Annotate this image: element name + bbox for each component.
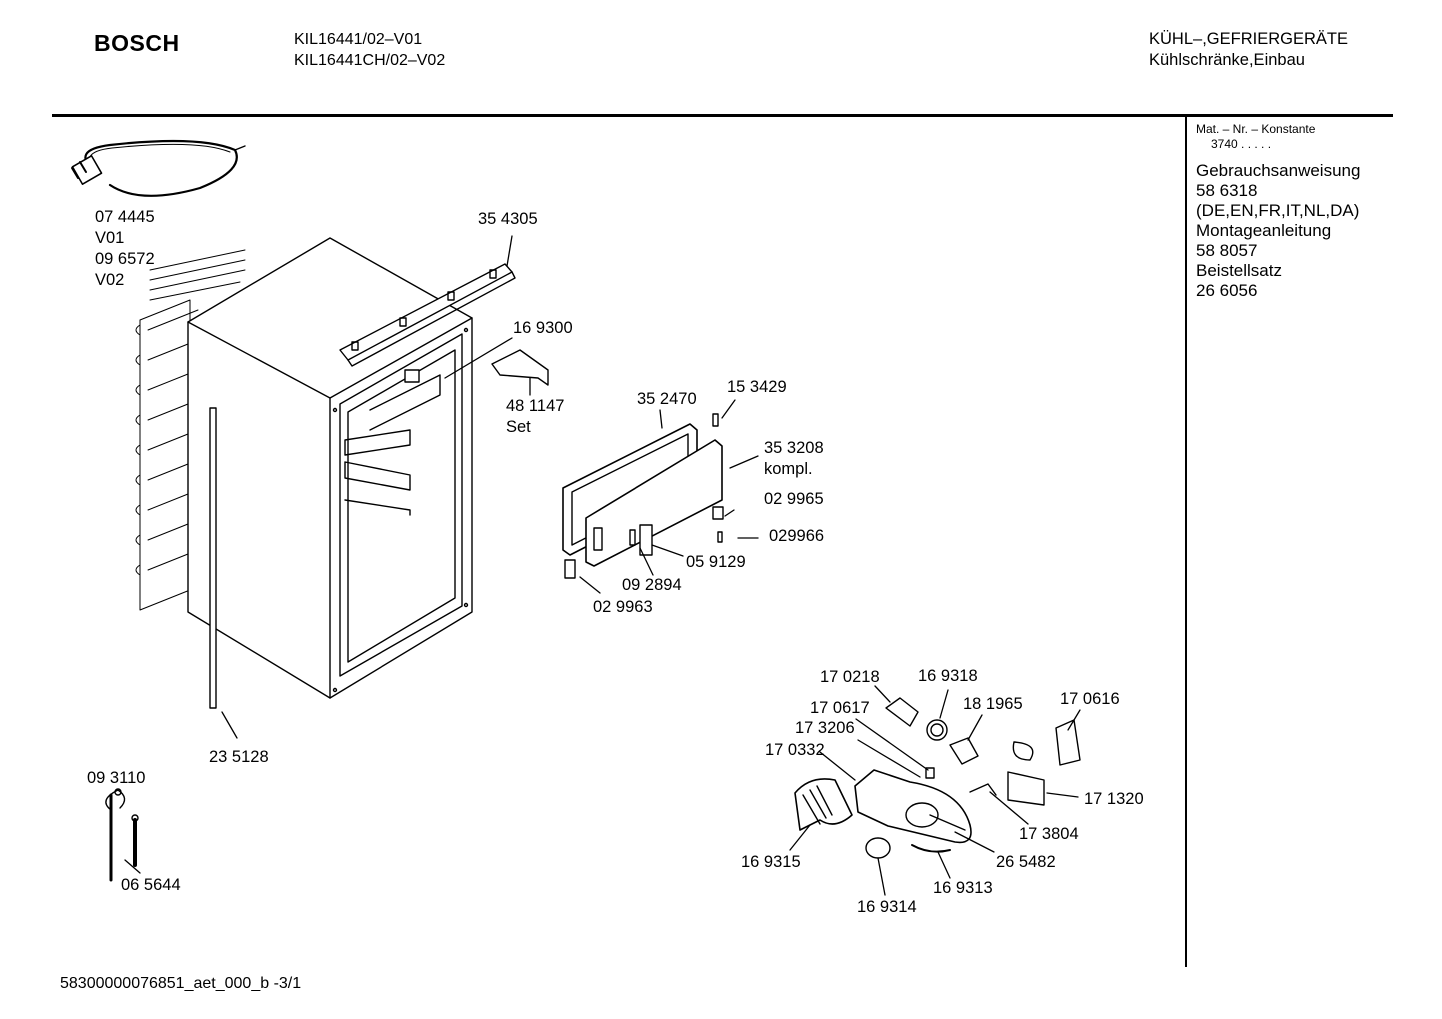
part-label: 23 5128 bbox=[209, 748, 269, 766]
header-divider bbox=[52, 114, 1393, 117]
part-label: V02 bbox=[95, 271, 125, 289]
part-label: V01 bbox=[95, 229, 125, 247]
model-number-2: KIL16441CH/02–V02 bbox=[294, 52, 446, 69]
part-label: Set bbox=[506, 418, 531, 436]
part-label: 09 3110 bbox=[87, 769, 146, 787]
part-label: 48 1147 bbox=[506, 397, 565, 415]
document-id: 58300000076851_aet_000_b bbox=[60, 975, 270, 992]
part-label: 09 6572 bbox=[95, 250, 155, 268]
doc-item: Beistellsatz bbox=[1196, 261, 1282, 280]
brand-logo: BOSCH bbox=[94, 30, 180, 56]
part-label: 15 3429 bbox=[727, 378, 787, 396]
bracket-drawing bbox=[491, 349, 549, 386]
part-label: 09 2894 bbox=[622, 576, 682, 594]
part-label: 17 0332 bbox=[765, 741, 825, 759]
part-label: 35 3208 bbox=[764, 439, 824, 457]
part-label: 26 5482 bbox=[996, 853, 1056, 871]
part-label: 17 3804 bbox=[1019, 825, 1079, 843]
sidebar-divider bbox=[1185, 116, 1187, 967]
part-label: 16 9318 bbox=[918, 667, 978, 685]
doc-item: 26 6056 bbox=[1196, 281, 1258, 300]
part-label: 07 4445 bbox=[95, 208, 155, 226]
part-label: 05 9129 bbox=[686, 553, 746, 571]
doc-item: 58 6318 bbox=[1196, 181, 1258, 200]
part-label: 16 9314 bbox=[857, 898, 917, 916]
door-panel-drawing bbox=[564, 413, 724, 579]
page-number: -3/1 bbox=[273, 975, 302, 992]
part-label: 17 1320 bbox=[1084, 790, 1144, 808]
cabinet-drawing bbox=[187, 237, 473, 709]
footer-document-id: 58300000076851_aet_000_b -3/1 bbox=[60, 975, 301, 993]
part-label: 02 9963 bbox=[593, 598, 653, 616]
part-label: 35 2470 bbox=[637, 390, 697, 408]
sidebar-document-list: Gebrauchsanweisung 58 6318 (DE,EN,FR,IT,… bbox=[1196, 161, 1360, 301]
thermostat-assembly-drawing bbox=[794, 697, 1081, 859]
sensor-drawing bbox=[105, 788, 139, 882]
part-label: 17 0617 bbox=[810, 699, 870, 717]
part-label: 029966 bbox=[769, 527, 825, 545]
power-cable-drawing bbox=[71, 139, 246, 197]
part-label: 16 9300 bbox=[513, 319, 573, 337]
category-title: KÜHL–,GEFRIERGERÄTE bbox=[1149, 30, 1348, 48]
part-label: 17 3206 bbox=[795, 719, 855, 737]
doc-item: (DE,EN,FR,IT,NL,DA) bbox=[1196, 201, 1360, 220]
part-label: 35 4305 bbox=[478, 210, 538, 228]
leader-lines bbox=[124, 235, 1081, 896]
model-number-1: KIL16441/02–V01 bbox=[294, 31, 423, 48]
part-label: 02 9965 bbox=[764, 490, 824, 508]
part-label: 16 9313 bbox=[933, 879, 993, 897]
doc-item: Montageanleitung bbox=[1196, 221, 1332, 240]
part-label: 16 9315 bbox=[741, 853, 801, 871]
category-subtitle: Kühlschränke,Einbau bbox=[1149, 51, 1305, 69]
part-label: 17 0616 bbox=[1060, 690, 1120, 708]
material-constant: Mat. – Nr. – Konstante 3740 . . . . . bbox=[1196, 122, 1315, 152]
rail-drawing bbox=[339, 263, 516, 367]
material-constant-value: 3740 . . . . . bbox=[1211, 137, 1272, 151]
doc-item: Gebrauchsanweisung bbox=[1196, 161, 1361, 180]
part-label: 06 5644 bbox=[121, 876, 181, 894]
material-constant-label: Mat. – Nr. – Konstante bbox=[1196, 122, 1316, 136]
part-label: kompl. bbox=[764, 460, 813, 478]
doc-item: 58 8057 bbox=[1196, 241, 1258, 260]
part-label: 17 0218 bbox=[820, 668, 880, 686]
part-label: 18 1965 bbox=[963, 695, 1023, 713]
